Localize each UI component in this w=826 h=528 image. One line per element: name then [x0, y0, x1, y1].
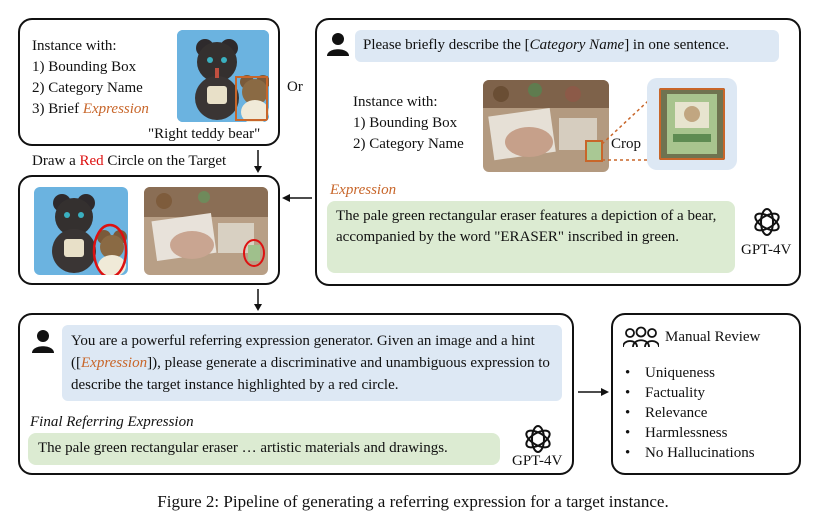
down-arrow-2: [254, 289, 262, 311]
review-item: Uniqueness: [623, 363, 755, 383]
gpt-logo-icon: [525, 425, 551, 453]
bbox-item: 1) Bounding Box: [32, 59, 137, 75]
gpt-logo-icon: [754, 208, 780, 236]
gpt-label: GPT-4V: [741, 242, 792, 258]
bbox-item-2: 1) Bounding Box: [353, 115, 458, 131]
final-expression-output: The pale green rectangular eraser … arti…: [28, 433, 500, 465]
category-prompt: Please briefly describe the [Category Na…: [355, 30, 779, 62]
final-expression-label: Final Referring Expression: [30, 414, 194, 430]
crop-panel: [647, 78, 737, 170]
expression-item: 3) Brief Expression: [32, 101, 149, 117]
expression-label: Expression: [330, 182, 397, 198]
manual-review-box: Manual Review Uniqueness Factuality Rele…: [611, 313, 801, 475]
generator-prompt: You are a powerful referring expression …: [62, 325, 562, 401]
instance-box-expression: Instance with: 1) Bounding Box 2) Catego…: [18, 18, 280, 146]
review-item: Harmlessness: [623, 423, 755, 443]
review-title: Manual Review: [665, 329, 761, 345]
people-icon: [623, 326, 659, 348]
review-item: Relevance: [623, 403, 755, 423]
teddy-circled-image: [34, 187, 128, 275]
desk-image: [483, 80, 609, 172]
figure-caption: Figure 2: Pipeline of generating a refer…: [157, 492, 669, 511]
category-item-2: 2) Category Name: [353, 136, 464, 152]
user-icon: [32, 330, 54, 353]
review-item: Factuality: [623, 383, 755, 403]
crop-label: Crop: [611, 136, 641, 152]
category-item: 2) Category Name: [32, 80, 143, 96]
right-arrow: [578, 388, 609, 396]
user-icon: [327, 33, 349, 56]
circled-target-box: [18, 175, 280, 285]
instance-title: Instance with:: [32, 38, 117, 54]
instance-title-2: Instance with:: [353, 94, 438, 110]
draw-circle-label: Draw a Red Circle on the Target: [32, 153, 227, 169]
left-arrow: [282, 194, 312, 202]
desk-circled-image: [144, 187, 268, 275]
review-item: No Hallucinations: [623, 443, 755, 463]
category-name-box: Please briefly describe the [Category Na…: [315, 18, 801, 286]
expression-output: The pale green rectangular eraser featur…: [327, 201, 735, 273]
review-criteria-list: Uniqueness Factuality Relevance Harmless…: [623, 363, 755, 463]
final-generation-box: You are a powerful referring expression …: [18, 313, 574, 475]
teddy-bears-image: [177, 30, 269, 122]
or-label: Or: [287, 79, 303, 95]
gpt-label: GPT-4V: [512, 453, 563, 469]
eraser-crop-image: [659, 88, 725, 160]
bear-caption: "Right teddy bear": [148, 126, 261, 142]
down-arrow-1: [254, 150, 262, 173]
